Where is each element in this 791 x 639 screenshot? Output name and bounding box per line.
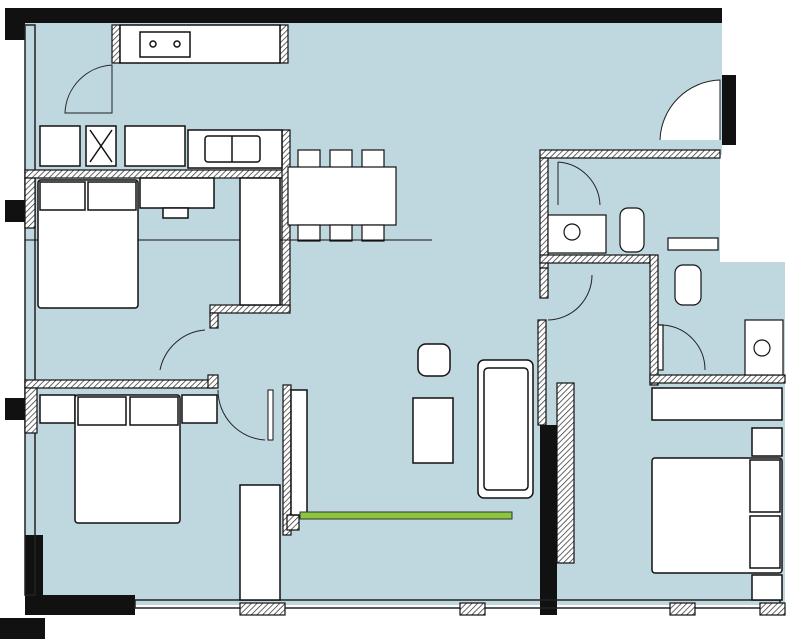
burner xyxy=(149,40,157,48)
shower-tray xyxy=(667,237,719,251)
nightstand xyxy=(751,427,783,457)
wardrobe xyxy=(239,177,281,306)
bathroom-1 xyxy=(547,207,719,254)
dining-table xyxy=(287,166,397,226)
bedroom-1-door-swing xyxy=(159,329,206,371)
desk xyxy=(139,177,215,209)
sliding-glass-door xyxy=(299,511,513,520)
nightstand xyxy=(39,394,76,424)
bedroom-2-furniture xyxy=(39,389,308,601)
ottoman xyxy=(417,343,451,377)
living-furniture xyxy=(412,343,534,499)
wardrobe xyxy=(239,484,281,601)
entrance-door xyxy=(659,79,721,141)
toilet xyxy=(674,264,702,306)
coffee-table xyxy=(412,397,454,464)
nightstand xyxy=(181,394,218,424)
partition xyxy=(267,389,274,441)
dining-set xyxy=(287,149,397,242)
bath-2-door xyxy=(662,324,706,371)
bed xyxy=(74,394,181,524)
bathroom-2 xyxy=(657,264,784,376)
tv-unit xyxy=(290,389,308,516)
toilet xyxy=(619,207,645,253)
fridge xyxy=(124,125,186,167)
kitchen xyxy=(39,24,283,169)
chair xyxy=(162,207,189,219)
bedroom-1-furniture xyxy=(37,177,281,309)
bed xyxy=(37,179,139,309)
burner xyxy=(173,40,181,48)
left-window xyxy=(24,24,36,596)
cooktop xyxy=(139,31,191,58)
cabinet xyxy=(39,125,81,167)
bath-1-lower-door xyxy=(547,274,593,321)
wardrobe xyxy=(651,387,783,421)
nightstand xyxy=(751,574,783,601)
bedroom-2-door-swing xyxy=(217,389,266,441)
bedroom-3-furniture xyxy=(651,387,783,601)
kitchen-door-swing xyxy=(64,64,113,114)
bath-1-door xyxy=(557,161,601,206)
interior-walls xyxy=(24,24,786,616)
outer-walls xyxy=(0,8,736,639)
bath-door-panel xyxy=(657,324,664,371)
